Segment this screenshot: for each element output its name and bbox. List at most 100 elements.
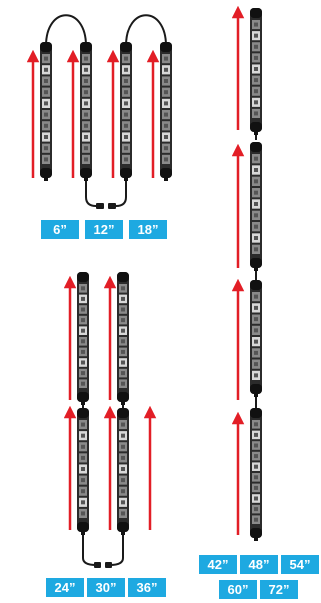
led-strip-icon (80, 42, 92, 181)
led-chip (254, 339, 258, 344)
strip-end-cap (160, 168, 172, 178)
led-chip (124, 90, 128, 95)
led-chip (44, 90, 48, 95)
connector-wire-icon (125, 14, 167, 47)
led-chip (124, 123, 128, 128)
led-chip (84, 90, 88, 95)
strip-end-cap (40, 168, 52, 178)
length-badge: 72” (260, 580, 298, 599)
led-chip (121, 318, 125, 323)
led-chip (254, 294, 258, 299)
led-chip (81, 500, 85, 505)
strip-end-cap (80, 42, 92, 52)
led-chip (124, 101, 128, 106)
led-chip (124, 146, 128, 151)
strip-end-cap (77, 408, 89, 418)
led-chip (254, 350, 258, 355)
strip-end-cap (117, 272, 129, 282)
led-chip (44, 157, 48, 162)
led-chip (164, 157, 168, 162)
strip-end-cap (250, 408, 262, 418)
led-chip (254, 464, 258, 469)
led-chip (121, 511, 125, 516)
strip-connector-pin (254, 132, 258, 135)
led-chip (254, 179, 258, 184)
connector-wire-icon (115, 176, 127, 207)
strip-end-cap (80, 168, 92, 178)
led-chip (81, 455, 85, 460)
led-chip (84, 146, 88, 151)
led-chip (254, 33, 258, 38)
strip-connector-pin (84, 178, 88, 181)
led-chip (81, 381, 85, 386)
led-chip (81, 433, 85, 438)
length-badge: 24” (46, 578, 84, 597)
led-chip (121, 433, 125, 438)
led-chip (81, 318, 85, 323)
strip-end-cap (250, 122, 262, 132)
led-chip (254, 454, 258, 459)
connector-wire-icon (45, 14, 87, 47)
led-chip (254, 89, 258, 94)
group-single-column-chain (231, 5, 262, 541)
strip-connector-pin (121, 402, 125, 405)
connector-wire-icon (82, 530, 97, 566)
length-badge: 54” (281, 555, 319, 574)
connector-plug-icon (94, 562, 101, 568)
led-chip (81, 371, 85, 376)
led-strip-icon (77, 272, 89, 405)
led-chip (121, 444, 125, 449)
led-chip (44, 146, 48, 151)
led-chip (254, 202, 258, 206)
connector-plug-icon (105, 562, 112, 568)
led-strip-icon (77, 408, 89, 535)
strip-connector-pin (81, 532, 85, 535)
led-chip (84, 135, 88, 139)
strip-connector-pin (44, 178, 48, 181)
strip-end-cap (120, 42, 132, 52)
led-chip (44, 112, 48, 117)
group-three-strip-short (26, 14, 172, 209)
led-chip (121, 500, 125, 505)
led-chip (81, 349, 85, 354)
led-chip (164, 123, 168, 128)
led-chip (124, 135, 128, 139)
led-chip (44, 123, 48, 128)
led-chip (121, 296, 125, 301)
led-chip (84, 67, 88, 72)
led-chip (164, 135, 168, 139)
length-badge: 42” (199, 555, 237, 574)
strip-connector-pin (121, 532, 125, 535)
led-chip (254, 67, 258, 71)
led-chip (81, 286, 85, 291)
led-chip (254, 44, 258, 49)
led-chip (254, 422, 258, 427)
led-chip (254, 373, 258, 378)
strip-end-cap (77, 392, 89, 402)
length-badge: 6” (41, 220, 79, 239)
led-chip (81, 422, 85, 427)
led-chip (44, 135, 48, 139)
led-chip (81, 296, 85, 301)
strip-end-cap (160, 42, 172, 52)
led-chip (124, 79, 128, 83)
led-chip (121, 489, 125, 494)
led-chip (121, 349, 125, 354)
led-chip (254, 22, 258, 27)
led-chip (81, 511, 85, 516)
led-strip-icon (117, 408, 129, 535)
led-chip (121, 360, 125, 365)
strip-connector-pin (124, 178, 128, 181)
led-chip (254, 111, 258, 116)
led-strip-icon (250, 408, 262, 541)
led-chip (254, 305, 258, 310)
led-chip (254, 317, 258, 322)
led-chip (254, 168, 258, 172)
led-chip (121, 422, 125, 427)
connector-wire-icon (109, 530, 124, 566)
led-chip (254, 507, 258, 512)
led-chip (254, 517, 258, 522)
strip-end-cap (77, 522, 89, 532)
strip-end-cap (77, 272, 89, 282)
